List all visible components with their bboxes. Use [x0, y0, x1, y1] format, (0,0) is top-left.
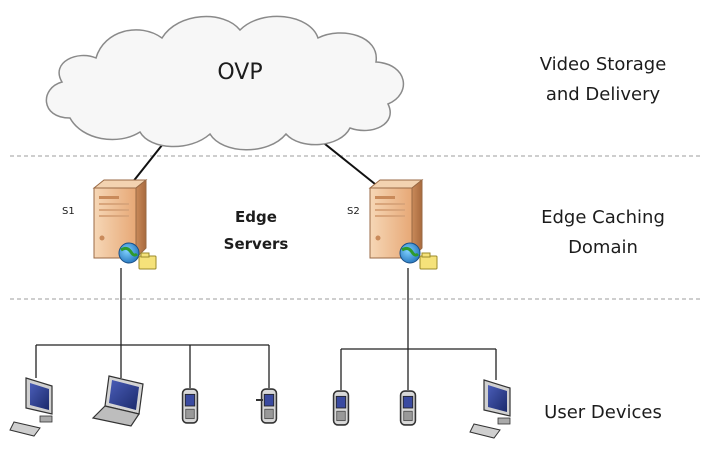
folder-icon — [419, 252, 438, 270]
server-s2-label: S2 — [347, 206, 360, 217]
edge-layer-label: Edge Caching Domain — [508, 203, 698, 263]
edge-layer-line2: Domain — [568, 237, 638, 258]
server-s2-icon — [368, 178, 424, 260]
server-s1-icon — [92, 178, 148, 260]
server-s1-label: S1 — [62, 206, 75, 217]
edge-servers-line2: Servers — [223, 235, 289, 253]
ovp-cloud-icon — [45, 15, 405, 151]
globe-icon — [118, 242, 140, 264]
laptop-icon — [91, 375, 144, 427]
ovp-label: OVP — [217, 60, 263, 85]
desktop-computer-icon — [9, 377, 53, 437]
storage-layer-line2: and Delivery — [545, 84, 661, 105]
desktop-computer-icon — [469, 379, 511, 439]
storage-layer-label: Video Storage and Delivery — [508, 50, 698, 110]
users-layer-line1: User Devices — [544, 402, 662, 423]
folder-icon — [138, 252, 157, 270]
storage-layer-line1: Video Storage — [539, 54, 667, 75]
edge-servers-line1: Edge — [235, 208, 277, 226]
mobile-phone-icon — [181, 388, 199, 424]
edge-servers-label: Edge Servers — [196, 204, 316, 258]
mobile-phone-icon — [332, 390, 350, 426]
mobile-phone-icon — [399, 390, 417, 426]
edge-layer-line1: Edge Caching — [541, 207, 665, 228]
globe-icon — [399, 242, 421, 264]
mobile-phone-icon — [256, 388, 278, 424]
users-layer-label: User Devices — [508, 398, 698, 428]
